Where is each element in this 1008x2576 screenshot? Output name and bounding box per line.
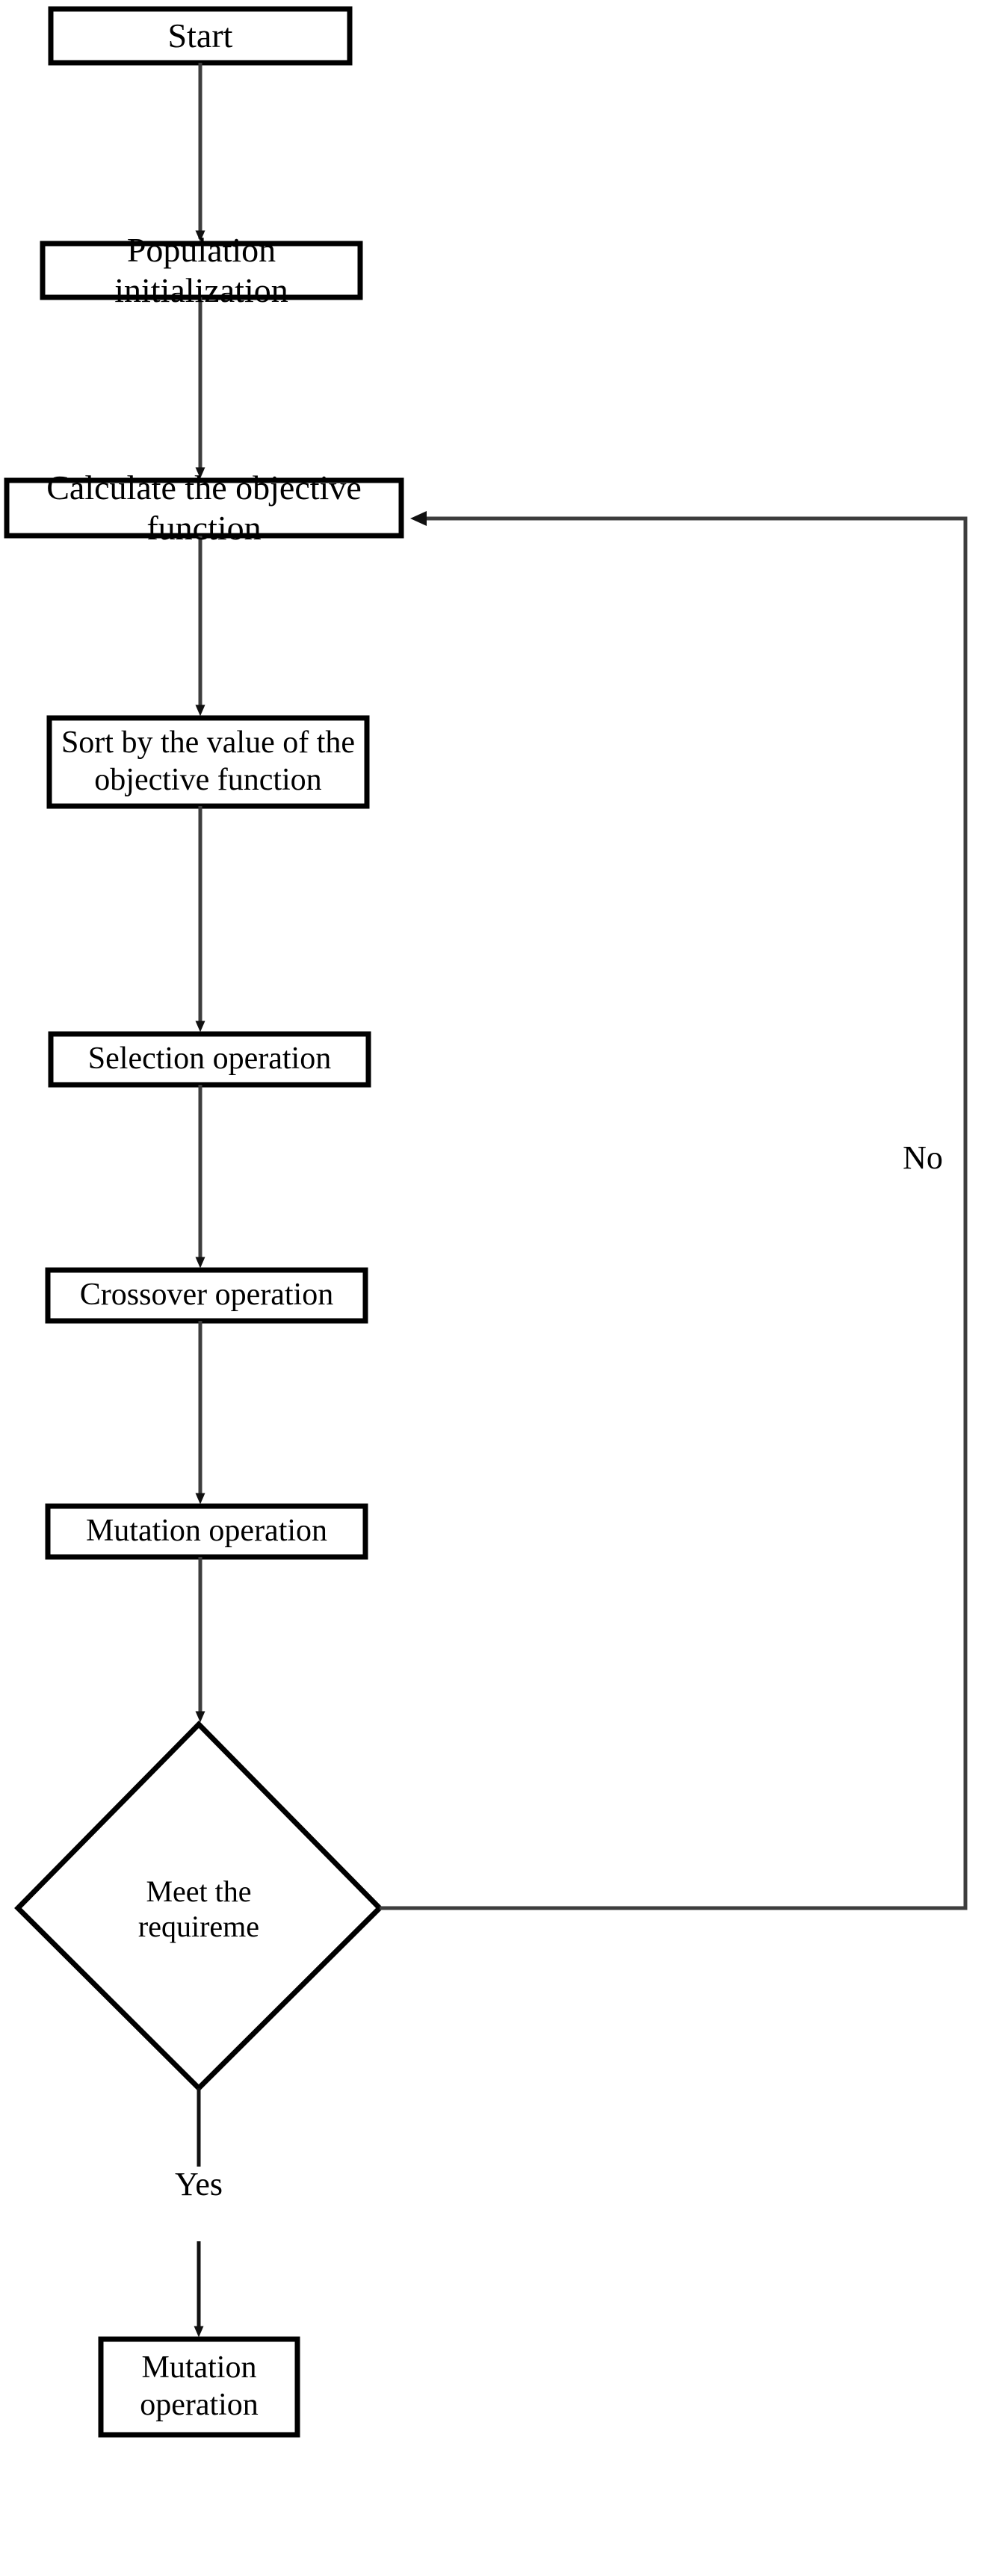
edge-label-yes: Yes bbox=[174, 2166, 223, 2202]
node-shape-start[interactable] bbox=[48, 6, 353, 66]
node-shape-selection-operation[interactable] bbox=[48, 1031, 371, 1088]
node-shape-mutation-operation-final[interactable] bbox=[98, 2336, 300, 2438]
node-shape-sort-by-objective-value[interactable] bbox=[46, 715, 370, 809]
node-shape-population-initialization[interactable] bbox=[40, 241, 363, 300]
node-shape-mutation-operation[interactable] bbox=[45, 1503, 368, 1560]
node-shape-crossover-operation[interactable] bbox=[45, 1267, 368, 1324]
node-shape-calculate-objective-function[interactable] bbox=[4, 477, 404, 539]
node-shape-meet-the-requirement[interactable] bbox=[14, 1721, 383, 2092]
edge-decision-no-feedback bbox=[380, 511, 968, 1910]
edge-label-no: No bbox=[903, 1139, 943, 1176]
